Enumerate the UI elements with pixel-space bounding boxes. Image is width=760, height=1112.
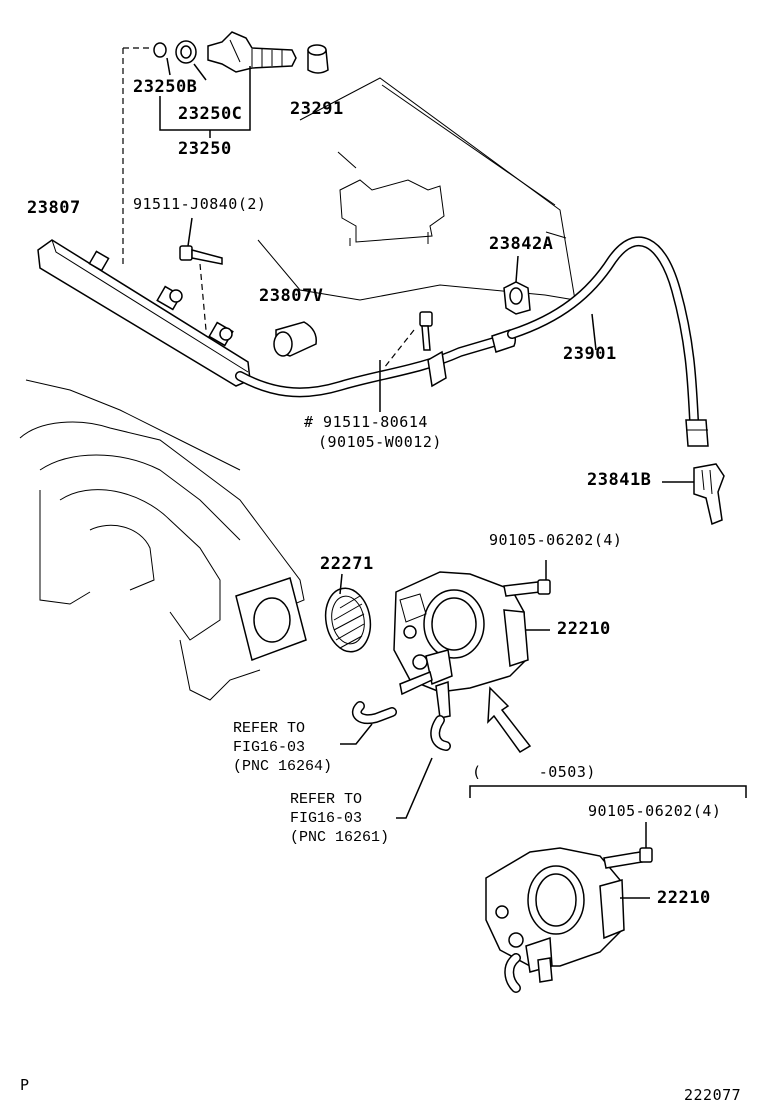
injector-group	[122, 31, 329, 268]
delivery-pipe-23807	[37, 239, 251, 387]
label-22210-bottom: 22210	[657, 888, 711, 908]
clamp-23842a	[503, 255, 531, 315]
insulator-23250c	[175, 40, 197, 64]
gasket-22271	[324, 573, 372, 653]
date-range-label: ( -0503)	[472, 763, 596, 781]
variant-bracket	[469, 785, 747, 798]
label-91511-j0840: 91511-J0840(2)	[133, 195, 267, 213]
corner-mark: P	[20, 1076, 30, 1094]
label-23250: 23250	[178, 139, 232, 159]
fuel-pipe	[235, 329, 517, 398]
label-22210-top: 22210	[557, 619, 611, 639]
refer-16261-line2: FIG16-03	[290, 810, 363, 827]
label-22271: 22271	[320, 554, 374, 574]
clip-23841b	[662, 463, 725, 526]
fuel-injector	[207, 31, 297, 73]
label-23841b: 23841B	[587, 470, 652, 490]
refer-16264-line1: REFER TO	[233, 720, 306, 737]
bolt-91511-j0840	[179, 217, 223, 331]
throttle-body-top	[393, 560, 551, 753]
damper-23807v	[273, 321, 317, 357]
hose-refer-16264	[340, 701, 397, 745]
label-23250c: 23250C	[178, 104, 243, 124]
label-90105-06202-bottom: 90105-06202(4)	[588, 802, 722, 820]
label-90105-w0012: (90105-W0012)	[318, 433, 442, 451]
label-23291: 23291	[290, 99, 344, 119]
o-ring-23250b	[153, 42, 167, 58]
refer-16264-line2: FIG16-03	[233, 739, 306, 756]
label-90105-06202-top: 90105-06202(4)	[489, 531, 623, 549]
label-91511-80614: # 91511-80614	[304, 413, 428, 431]
hose-refer-16261	[396, 715, 451, 819]
label-23901: 23901	[563, 344, 617, 364]
throttle-body-bottom	[485, 822, 653, 993]
refer-16261-line3: (PNC 16261)	[290, 829, 390, 846]
figure-code: 222077	[684, 1086, 742, 1104]
engine-outline	[257, 77, 576, 301]
refer-16261-line1: REFER TO	[290, 791, 363, 808]
bolt-91511-80614	[379, 311, 433, 412]
label-23250b: 23250B	[133, 77, 198, 97]
grommet-23291	[307, 44, 329, 74]
intake-manifold	[19, 379, 307, 701]
label-23842a: 23842A	[489, 234, 554, 254]
label-23807v: 23807V	[259, 286, 324, 306]
label-23807: 23807	[27, 198, 81, 218]
fuel-hose-23901	[507, 236, 709, 447]
refer-16264-line3: (PNC 16264)	[233, 758, 333, 775]
